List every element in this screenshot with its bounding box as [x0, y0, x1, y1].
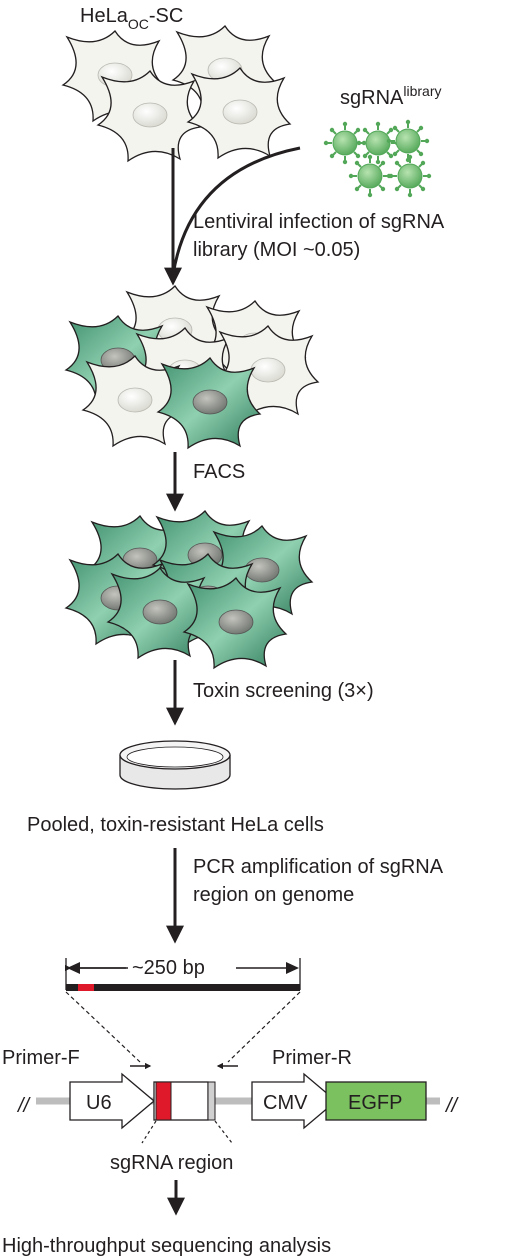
sgrna-segment: [78, 984, 94, 991]
scaffold-end: [207, 1081, 216, 1121]
cell-line-label: HeLaOC-SC: [80, 5, 183, 32]
egfp-label: EGFP: [348, 1092, 402, 1114]
infection-arrow: [164, 146, 301, 286]
primer-reverse-label: Primer-R: [272, 1047, 352, 1069]
infection-step-line2: library (MOI ~0.05): [193, 239, 360, 261]
infection-step-line1: Lentiviral infection of sgRNA: [193, 211, 445, 233]
sequencing-label: High-throughput sequencing analysis: [2, 1235, 331, 1257]
break-mark-right: //: [444, 1095, 460, 1117]
u6-promoter: [69, 1072, 156, 1130]
uninfected-cell-cluster: [62, 25, 291, 162]
zoom-dashed-lines: [65, 991, 301, 1063]
pcr-step-line1: PCR amplification of sgRNA: [193, 856, 444, 878]
sorted-cell-cluster: [65, 510, 313, 669]
sgrna-region-callout: [141, 1120, 233, 1144]
pooled-cells-label: Pooled, toxin-resistant HeLa cells: [27, 814, 324, 836]
mixed-cell-cluster: [65, 285, 319, 449]
amplicon-size-label: ~250 bp: [132, 957, 205, 979]
u6-label: U6: [86, 1092, 112, 1114]
genomic-construct: // // U6 CMV EGFP: [16, 1072, 460, 1130]
break-mark-left: //: [16, 1095, 32, 1117]
toxin-step: Toxin screening (3×): [193, 680, 374, 702]
egfp-gene: [325, 1081, 427, 1121]
library-label: sgRNAlibrary: [340, 83, 441, 109]
petri-dish-icon: [119, 740, 231, 790]
sgrna-region-label: sgRNA region: [110, 1152, 233, 1174]
primer-forward-label: Primer-F: [2, 1047, 80, 1069]
facs-step: FACS: [193, 461, 245, 483]
pcr-step-line2: region on genome: [193, 884, 354, 906]
sgrna-spacer: [155, 1081, 172, 1121]
cmv-label: CMV: [263, 1092, 308, 1114]
cmv-promoter: [251, 1072, 338, 1130]
lentivirus-particles: [322, 118, 433, 199]
amplicon-diagram: ~250 bp: [64, 957, 301, 991]
